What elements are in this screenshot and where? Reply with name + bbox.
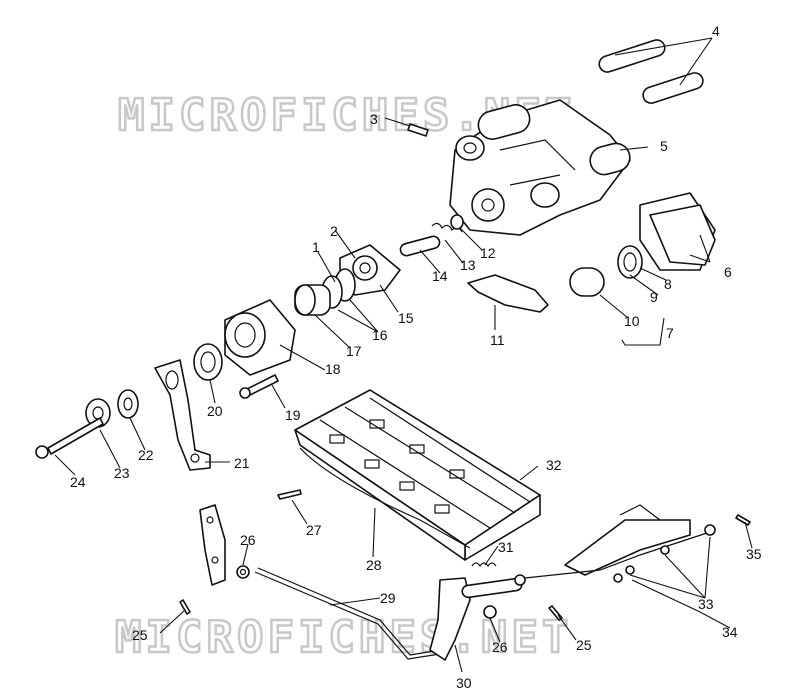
- callout-22: 22: [138, 447, 154, 463]
- part-bolt-19: [239, 374, 279, 399]
- part-clip: [467, 274, 549, 313]
- part-pin-27: [277, 489, 302, 500]
- callout-12: 12: [480, 245, 496, 261]
- callout-2: 2: [330, 223, 338, 239]
- part-nut-26-left: [236, 565, 250, 579]
- part-rods: [598, 39, 704, 104]
- part-washers-22-23: [85, 389, 139, 428]
- part-right-bracket: [524, 504, 751, 583]
- part-brace: [299, 447, 471, 549]
- callout-30: 30: [456, 675, 472, 691]
- part-footrest: [294, 389, 541, 561]
- part-linkage-rod: [254, 567, 441, 660]
- callout-24: 24: [70, 474, 86, 490]
- callout-15: 15: [398, 310, 414, 326]
- part-spring-31: [471, 562, 497, 568]
- callout-25-right: 25: [576, 637, 592, 653]
- part-pin-25-left: [179, 599, 191, 615]
- callout-25-left: 25: [132, 627, 148, 643]
- watermark-bottom: MICROFICHES.NET: [115, 612, 572, 663]
- callout-18: 18: [325, 361, 341, 377]
- part-pedal-bracket: [199, 504, 226, 586]
- callout-17: 17: [346, 343, 362, 359]
- part-spring-group: [399, 214, 464, 257]
- callout-6: 6: [724, 264, 732, 280]
- callout-21: 21: [234, 455, 250, 471]
- part-bolt-24: [35, 417, 104, 459]
- callout-9: 9: [650, 289, 658, 305]
- callout-16: 16: [372, 327, 388, 343]
- part-piston: [294, 268, 356, 316]
- part-brake-pads: [569, 192, 716, 297]
- callout-32: 32: [546, 457, 562, 473]
- callout-26-right: 26: [492, 639, 508, 655]
- part-washer-20: [193, 343, 223, 381]
- callout-labels: 1 2 3 4 5 6 7 8 9 10 11 12 13 14 15 16 1…: [70, 23, 762, 691]
- callout-4: 4: [712, 23, 720, 39]
- callout-31: 31: [498, 539, 514, 555]
- callout-13: 13: [460, 257, 476, 273]
- callout-28: 28: [366, 557, 382, 573]
- callout-5: 5: [660, 138, 668, 154]
- part-caliper: [224, 299, 296, 376]
- part-brake-pedal: [429, 574, 526, 661]
- callout-7: 7: [666, 325, 674, 341]
- callout-34: 34: [722, 624, 738, 640]
- callout-35: 35: [746, 546, 762, 562]
- callout-33: 33: [698, 596, 714, 612]
- callout-14: 14: [432, 268, 448, 284]
- callout-1: 1: [312, 239, 320, 255]
- leader-lines: [54, 37, 753, 673]
- callout-3: 3: [370, 111, 378, 127]
- callout-29: 29: [380, 590, 396, 606]
- callout-19: 19: [285, 407, 301, 423]
- part-bolt-3: [407, 123, 429, 137]
- callout-8: 8: [664, 276, 672, 292]
- callout-20: 20: [207, 403, 223, 419]
- callout-11: 11: [490, 332, 505, 348]
- callout-23: 23: [114, 465, 130, 481]
- callout-10: 10: [624, 313, 640, 329]
- callout-27: 27: [306, 522, 322, 538]
- callout-26-left: 26: [240, 532, 256, 548]
- part-master-cylinder: [449, 99, 631, 236]
